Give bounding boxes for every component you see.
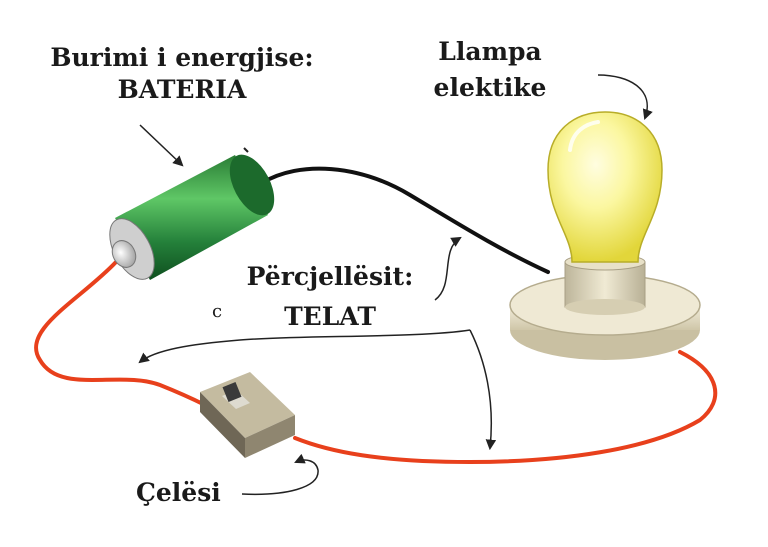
bulb-glass [547, 111, 663, 263]
switch-label: Çelësi [136, 478, 221, 507]
battery-label-line2: BATERIA [117, 75, 247, 104]
switch [200, 372, 295, 458]
wires-pointer-arrow-down [469, 329, 497, 451]
red-wire-switch-lamp [293, 350, 718, 465]
battery-label-line1: Burimi i energjise: [50, 43, 314, 72]
wires-label-line1: Përcjellësit: [246, 262, 414, 291]
battery [109, 147, 275, 280]
switch-pointer-arrow [241, 453, 319, 496]
wires-label-line2: TELAT [284, 302, 376, 331]
black-wire-battery-lamp [260, 166, 550, 274]
wires-pointer-arrow-up [434, 236, 462, 301]
lamp-base [509, 253, 701, 360]
stray-mark: c [212, 301, 223, 322]
red-wire-battery-switch [34, 260, 207, 407]
wires-pointer-arrow-left [138, 329, 471, 364]
lamp-label-line2: elektike [433, 73, 547, 102]
battery-pointer-arrow [139, 124, 184, 167]
lamp-label-line1: Llampa [438, 37, 542, 66]
lamp-pointer-arrow [597, 74, 653, 120]
